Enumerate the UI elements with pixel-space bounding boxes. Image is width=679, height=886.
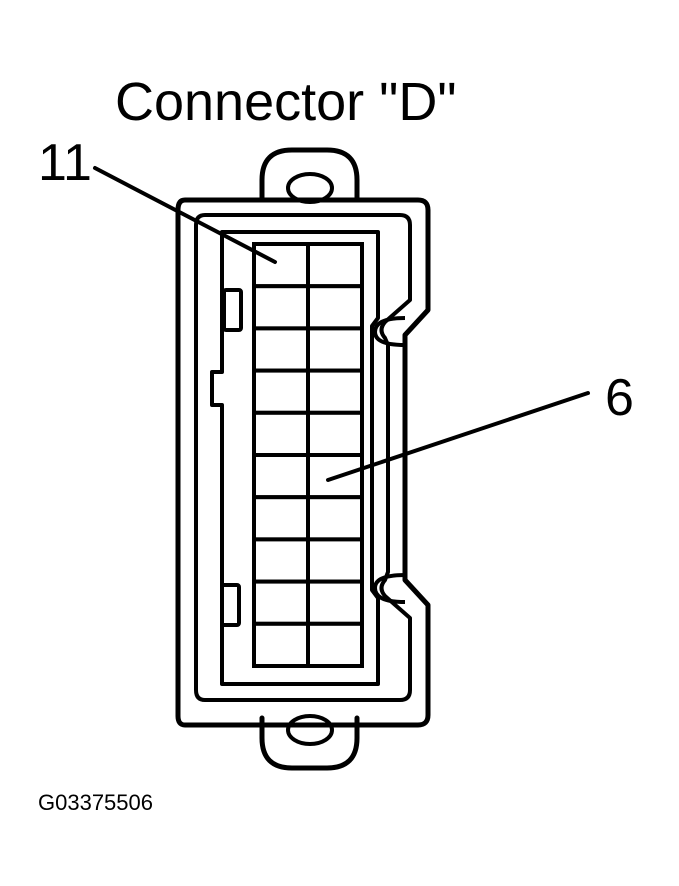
pin-cavity <box>306 410 364 457</box>
connector-housing-outer <box>175 197 431 728</box>
pin-cavity <box>252 621 310 668</box>
pin-cavity <box>252 326 310 373</box>
pin-cavity <box>306 326 364 373</box>
bottom-mounting-ear <box>259 715 360 771</box>
callout-11-label: 11 <box>38 134 92 192</box>
pin-cavity <box>306 368 364 415</box>
pin-cavity <box>252 537 310 584</box>
pin-cavity <box>306 579 364 626</box>
callout-6-leader <box>326 391 590 482</box>
pin-cavity <box>252 453 310 500</box>
callout-6-label: 6 <box>605 369 634 427</box>
latch-notch-upper <box>373 316 406 347</box>
callout-11-leader <box>93 166 277 264</box>
pin-cavity <box>306 284 364 331</box>
cavity-block-rim <box>210 230 380 686</box>
top-mounting-ear <box>259 147 360 203</box>
connector-housing-inner <box>194 213 412 702</box>
pin-cavity <box>306 495 364 542</box>
diagram-title: Connector "D" <box>115 72 456 132</box>
pin-cavity <box>252 284 310 331</box>
polarizing-slot-upper <box>222 288 243 332</box>
pin-cavity <box>306 242 364 289</box>
pin-cavity <box>252 242 310 289</box>
pin-cavity-grid <box>252 242 364 668</box>
latch-notch-lower <box>373 573 406 604</box>
bottom-mounting-hole <box>286 714 334 746</box>
pin-cavity <box>252 495 310 542</box>
pin-cavity <box>306 621 364 668</box>
pin-cavity <box>306 537 364 584</box>
figure-code: G03375506 <box>38 790 153 815</box>
pin-cavity <box>252 368 310 415</box>
pin-cavity <box>252 579 310 626</box>
polarizing-slot-lower <box>220 583 241 627</box>
pin-cavity <box>252 410 310 457</box>
